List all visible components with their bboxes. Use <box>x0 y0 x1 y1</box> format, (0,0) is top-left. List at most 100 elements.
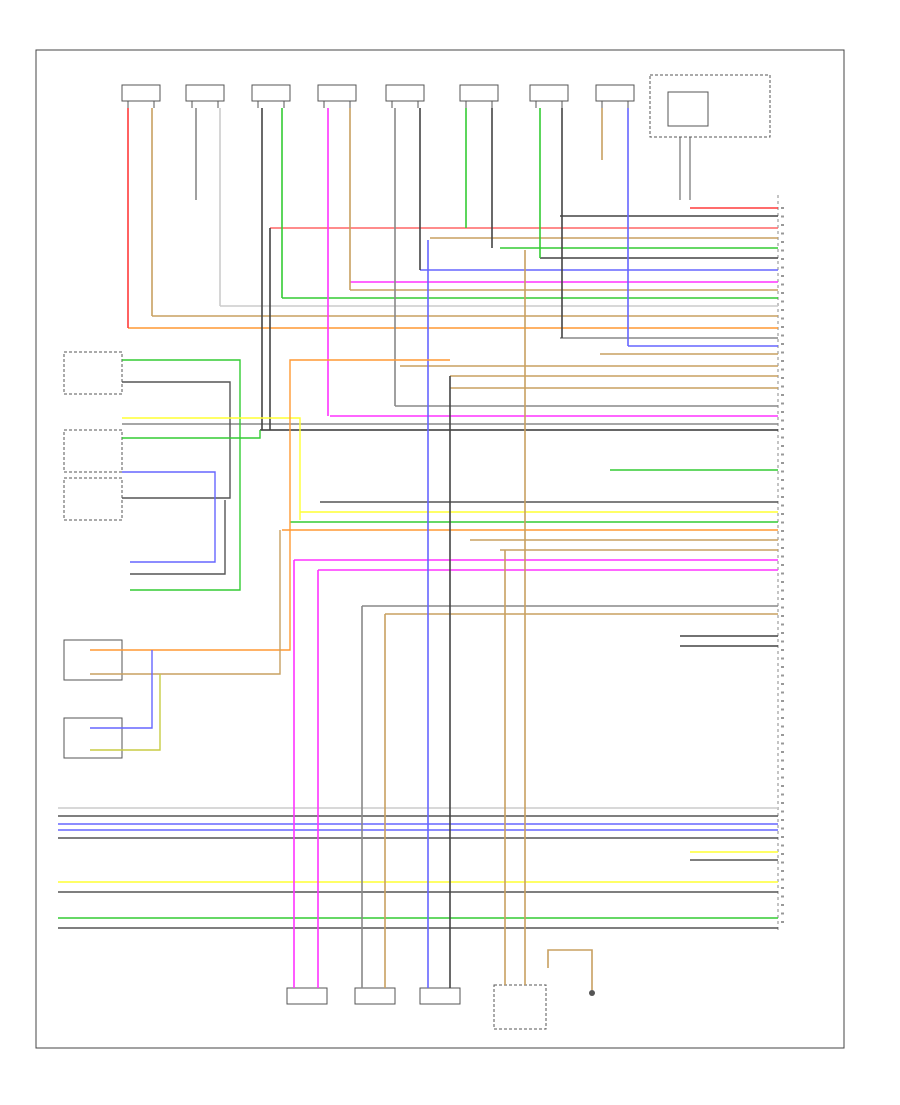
bottom-component-1 <box>286 987 328 1005</box>
connector-pin <box>781 241 784 243</box>
connector-pin <box>781 836 784 838</box>
connector-pin <box>781 912 784 915</box>
connector-pin <box>781 708 784 711</box>
connector-pin <box>781 742 784 745</box>
bottom-component-3 <box>419 987 461 1005</box>
connector-pin <box>781 759 784 762</box>
connector-pin <box>781 317 784 320</box>
connector-pin <box>781 717 784 719</box>
connector-pin <box>781 751 784 753</box>
left-component-5 <box>63 717 123 759</box>
connector-pin <box>781 368 784 371</box>
connector-pin <box>781 385 784 388</box>
connector-pin <box>781 870 784 872</box>
horizontal-wires <box>58 207 778 929</box>
connector-pin <box>781 479 784 481</box>
bottom-wire-stubs <box>293 960 526 988</box>
connector-pin <box>781 768 784 770</box>
connector-pin <box>781 402 784 405</box>
connector-pin <box>781 224 784 226</box>
bottom-component-4 <box>493 984 547 1030</box>
connector-pin <box>781 555 784 558</box>
connector-pin <box>781 300 784 303</box>
connector-pin <box>781 462 784 464</box>
connector-pin <box>781 666 784 668</box>
connector-pin <box>781 445 784 447</box>
connector-pin <box>781 853 784 855</box>
top-component-4 <box>317 84 357 108</box>
connector-pin <box>781 215 784 218</box>
diagram-frame <box>35 49 845 1049</box>
connector-pin <box>781 827 784 830</box>
connector-pin <box>781 428 784 430</box>
connector-pin <box>781 640 784 643</box>
connector-pin <box>781 487 784 490</box>
connector-pin <box>781 309 784 311</box>
connector-pin <box>781 504 784 507</box>
connector-pin <box>781 844 784 847</box>
top-component-1 <box>121 84 161 108</box>
connector-pin <box>781 632 784 634</box>
connector-pin <box>781 810 784 813</box>
connector-pin <box>781 538 784 541</box>
connector-pin <box>781 436 784 439</box>
connector-pin <box>781 275 784 277</box>
connector-pin <box>781 895 784 898</box>
left-components <box>63 351 123 759</box>
connector-pin <box>781 785 784 787</box>
left-component-3 <box>63 477 123 521</box>
connector-pin <box>781 802 784 804</box>
connector-pin <box>781 887 784 889</box>
connector-pin <box>781 513 784 515</box>
connector-pin <box>781 530 784 532</box>
top-component-8 <box>595 84 635 108</box>
connector-pin <box>781 360 784 362</box>
connector-pin <box>781 521 784 524</box>
connector-pin <box>781 292 784 294</box>
top-component-7 <box>529 84 569 108</box>
connector-pin <box>781 674 784 677</box>
connector-pin <box>781 470 784 473</box>
left-cluster-wires <box>90 359 450 751</box>
vertical-wires <box>127 108 629 990</box>
top-component-6 <box>459 84 499 108</box>
connector-pin <box>781 249 784 252</box>
top-component-2 <box>185 84 225 108</box>
connector-pin <box>781 657 784 660</box>
fuse-box <box>649 74 771 200</box>
connector-pin <box>781 725 784 728</box>
connector-pin <box>781 207 784 209</box>
top-component-5 <box>385 84 425 108</box>
connector-pin <box>781 453 784 456</box>
connector-pin <box>781 581 784 583</box>
connector-pin <box>781 266 784 269</box>
connector-pin <box>781 394 784 396</box>
connector-pin <box>781 351 784 354</box>
top-component-3 <box>251 84 291 108</box>
connector-pin <box>781 377 784 379</box>
connector-pin <box>781 598 784 600</box>
connector-pin <box>781 258 784 260</box>
connector-pin <box>781 572 784 575</box>
connector-pin <box>781 878 784 881</box>
left-component-4 <box>63 639 123 681</box>
connector-pin <box>781 564 784 566</box>
connector-pin <box>781 419 784 422</box>
connector-pin <box>781 496 784 498</box>
connector-pin <box>781 904 784 906</box>
connector-pin <box>781 683 784 685</box>
connector-pin <box>781 547 784 549</box>
connector-pin <box>781 793 784 796</box>
ground-symbol <box>589 990 595 996</box>
bottom-components <box>286 984 547 1030</box>
connector-pin <box>781 334 784 337</box>
connector-pin <box>781 921 784 923</box>
left-component-2 <box>63 429 123 473</box>
connector-pin <box>781 283 784 286</box>
connector-pin <box>781 691 784 694</box>
connector-pin <box>781 411 784 413</box>
connector-pin <box>781 343 784 345</box>
connector-pin <box>781 700 784 702</box>
